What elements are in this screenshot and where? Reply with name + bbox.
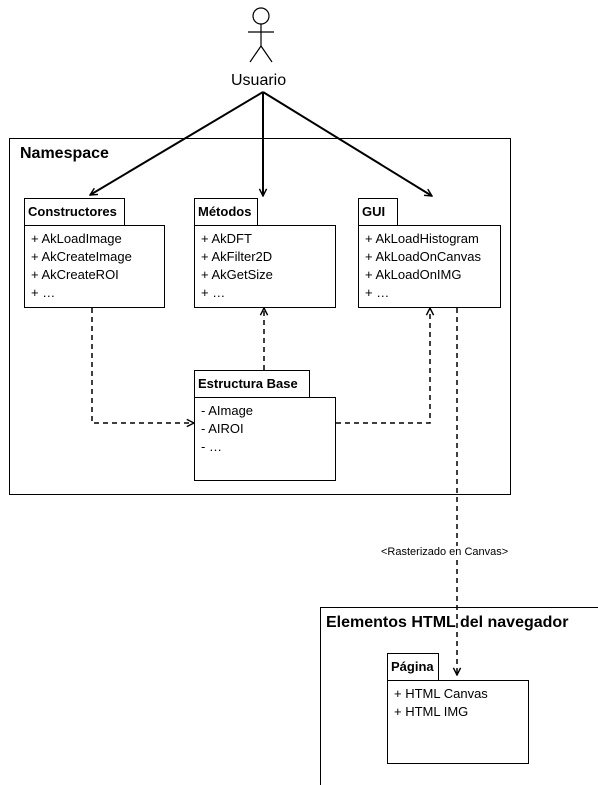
arrow-usuario-constructores: [90, 91, 264, 196]
member-akloadimage: + AkLoadImage: [31, 231, 122, 246]
member-akloadoncanvas: + AkLoadOnCanvas: [365, 249, 481, 264]
member-ellipsis: + …: [201, 285, 226, 300]
member-ellipsis: - …: [201, 439, 222, 454]
member-akloadhistogram: + AkLoadHistogram: [365, 231, 479, 246]
arrow-usuario-gui: [262, 91, 432, 197]
member-akcreateimage: + AkCreateImage: [31, 249, 132, 264]
package-tab-pagina: Página: [387, 653, 439, 681]
member-ellipsis: + …: [31, 285, 56, 300]
member-ellipsis: + …: [365, 285, 390, 300]
dep-constructores-estructura: [91, 308, 194, 423]
package-body-estructura-base: - AImage - AIROI - …: [194, 397, 336, 481]
namespace-frame: [9, 138, 511, 495]
namespace-title: Namespace: [20, 145, 109, 162]
package-tab-metodos: Métodos: [194, 198, 258, 226]
rasterizado-label: <Rasterizado en Canvas>: [381, 546, 509, 559]
browser-frame: [320, 607, 598, 785]
member-akcreateroi: + AkCreateROI: [31, 267, 119, 282]
member-akloadonimg: + AkLoadOnIMG: [365, 267, 462, 282]
member-airoi: - AIROI: [201, 421, 244, 436]
member-aimage: - AImage: [201, 403, 254, 418]
actor-label: Usuario: [231, 72, 287, 89]
member-html-img: + HTML IMG: [394, 704, 469, 719]
package-body-pagina: + HTML Canvas + HTML IMG: [387, 680, 529, 764]
browser-elements-title: Elementos HTML del navegador: [326, 614, 569, 631]
actor-stick-figure-icon: [248, 7, 274, 63]
package-body-constructores: + AkLoadImage + AkCreateImage + AkCreate…: [24, 225, 165, 308]
package-tab-gui: GUI: [358, 198, 398, 226]
package-tab-constructores: Constructores: [24, 198, 125, 226]
package-tab-estructura-base: Estructura Base: [194, 370, 310, 398]
member-akfilter2d: + AkFilter2D: [201, 249, 273, 264]
package-body-metodos: + AkDFT + AkFilter2D + AkGetSize + …: [194, 225, 336, 308]
dep-estructura-gui: [336, 308, 430, 424]
package-body-gui: + AkLoadHistogram + AkLoadOnCanvas + AkL…: [358, 225, 501, 308]
member-akdft: + AkDFT: [201, 231, 252, 246]
member-html-canvas: + HTML Canvas: [394, 686, 488, 701]
member-akgetsize: + AkGetSize: [201, 267, 273, 282]
